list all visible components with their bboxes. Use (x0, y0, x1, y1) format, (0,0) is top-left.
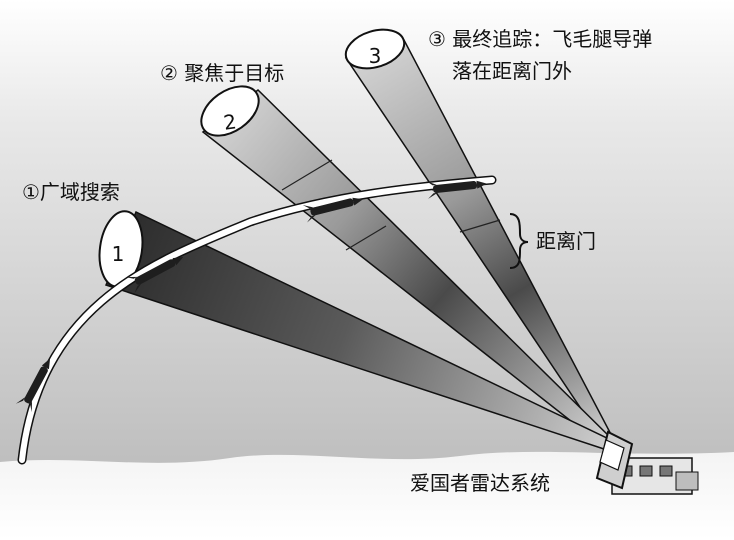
trajectory (19, 177, 495, 463)
beam-2-number: 2 (222, 109, 238, 135)
beam-1-number: 1 (112, 242, 125, 266)
step-3-label-line1: ③ 最终追踪：飞毛腿导弹 (428, 27, 652, 51)
ground (0, 451, 734, 540)
missile-1 (15, 358, 51, 413)
range-gate-brace (509, 213, 529, 269)
beam-3-aperture (344, 28, 406, 70)
patriot-radar (595, 430, 699, 495)
range-gate-label: 距离门 (536, 229, 596, 253)
beam-2-aperture (200, 85, 260, 137)
step-2-label: ② 聚焦于目标 (160, 61, 284, 85)
beam-3-number: 3 (369, 44, 382, 68)
step-3-label-line2: 落在距离门外 (452, 59, 572, 83)
step-1-label: ①广域搜索 (22, 180, 120, 204)
radar-label: 爱国者雷达系统 (410, 471, 550, 495)
